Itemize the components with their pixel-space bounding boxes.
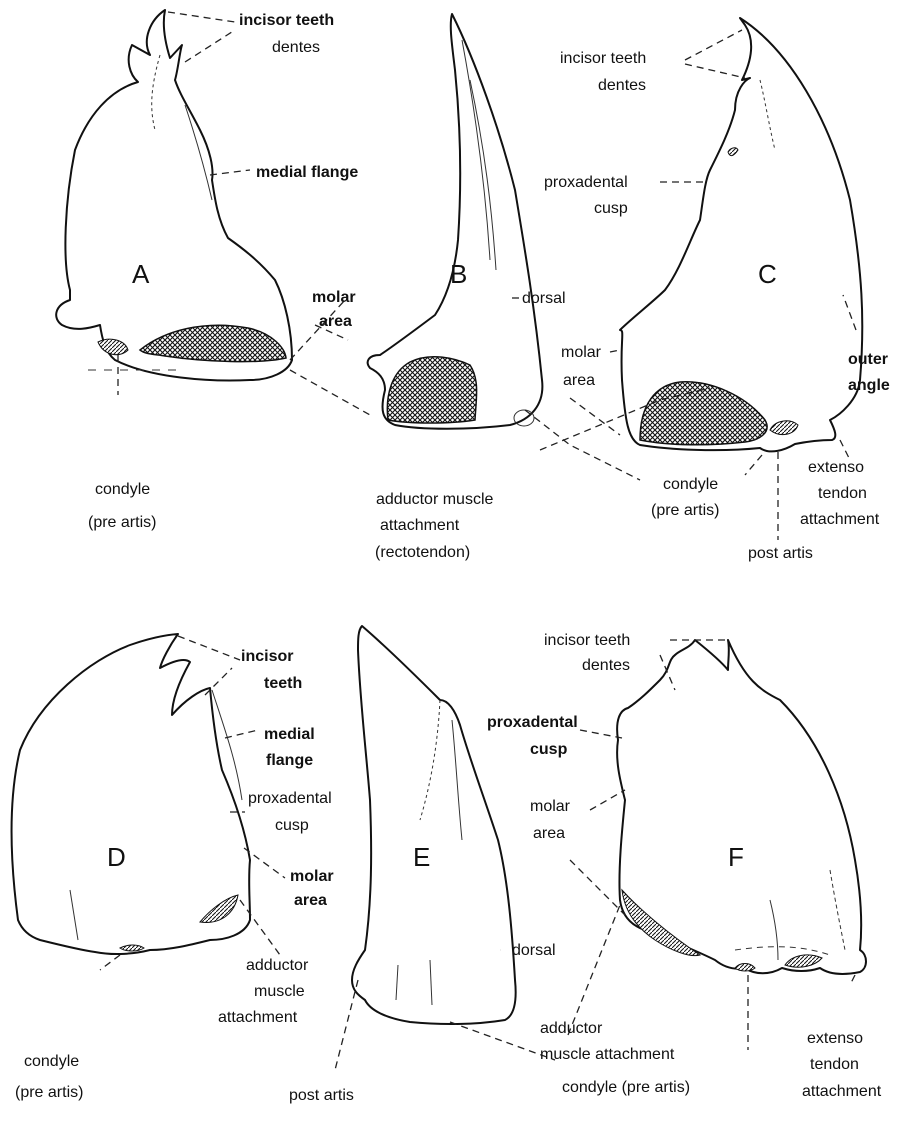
- leader-f-adductor: [568, 905, 620, 1035]
- label-d-proxadental: proxadental: [248, 790, 332, 807]
- leader-c-molar: [570, 350, 620, 435]
- label-f-dentes: dentes: [582, 657, 630, 674]
- label-c-attachment: attachment: [800, 511, 880, 528]
- mandible-d-outline: [12, 634, 251, 954]
- label-a-medial-flange: medial flange: [256, 164, 358, 181]
- label-f-proxadental: proxadental: [487, 714, 578, 731]
- mandible-c-outline: [620, 18, 862, 451]
- label-d-condyle: condyle: [24, 1053, 79, 1070]
- label-f-adductor: adductor: [540, 1020, 603, 1037]
- label-a-condyle: condyle: [95, 481, 150, 498]
- label-c-incisor-teeth: incisor teeth: [560, 50, 646, 67]
- label-f-muscle-attachment: muscle attachment: [540, 1046, 675, 1063]
- leader-f-extenso: [850, 975, 855, 985]
- label-d-attachment: attachment: [218, 1009, 298, 1026]
- label-b-dorsal: dorsal: [522, 290, 566, 307]
- label-d-incisor: incisor: [241, 648, 293, 665]
- label-d-teeth: teeth: [264, 675, 302, 692]
- leader-c-incisor: [685, 30, 745, 78]
- mandible-c: [620, 18, 862, 451]
- label-c-condyle: condyle: [663, 476, 718, 493]
- panel-label-a: A: [132, 259, 150, 289]
- label-f-extenso: extenso: [807, 1030, 863, 1047]
- label-c-tendon: tendon: [818, 485, 867, 502]
- label-d-muscle: muscle: [254, 983, 305, 1000]
- label-d-pre-artis: (pre artis): [15, 1084, 83, 1101]
- label-adductor-muscle: adductor muscle: [376, 491, 493, 508]
- label-d-molar: molar: [290, 868, 334, 885]
- label-e-dorsal: dorsal: [512, 942, 556, 959]
- mandible-f: [617, 640, 866, 974]
- label-c-post-artis: post artis: [748, 545, 813, 562]
- label-d-flange: flange: [266, 752, 313, 769]
- label-c-proxadental: proxadental: [544, 174, 628, 191]
- label-c-area: area: [563, 372, 595, 389]
- label-d-area: area: [294, 892, 327, 909]
- leader-f-molar: [570, 790, 625, 915]
- leader-e-post-artis: [335, 980, 358, 1070]
- label-c-dentes: dentes: [598, 77, 646, 94]
- leader-c-extenso: [840, 440, 850, 460]
- mandible-e: [352, 626, 516, 1024]
- leader-a-medial-flange: [210, 170, 250, 175]
- label-adductor-rectotendon: (rectotendon): [375, 544, 470, 561]
- panel-label-c: C: [758, 259, 777, 289]
- label-d-adductor: adductor: [246, 957, 309, 974]
- label-f-tendon: tendon: [810, 1056, 859, 1073]
- label-c-cusp: cusp: [594, 200, 628, 217]
- panel-label-b: B: [450, 259, 467, 289]
- label-f-attachment: attachment: [802, 1083, 882, 1100]
- label-a-pre-artis: (pre artis): [88, 514, 156, 531]
- label-d-medial: medial: [264, 726, 315, 743]
- label-a-molar: molar: [312, 289, 356, 306]
- mandible-a-outline: [56, 10, 292, 380]
- label-d-cusp: cusp: [275, 817, 309, 834]
- panel-label-f: F: [728, 842, 744, 872]
- panel-label-e: E: [413, 842, 430, 872]
- label-ef-condyle: condyle (pre artis): [562, 1079, 690, 1096]
- label-c-pre-artis: (pre artis): [651, 502, 719, 519]
- label-c-extenso: extenso: [808, 459, 864, 476]
- label-f-molar: molar: [530, 798, 571, 815]
- label-f-cusp: cusp: [530, 741, 568, 758]
- leader-f-proxadental: [580, 730, 622, 738]
- mandible-d: [12, 634, 251, 954]
- label-adductor-attachment: attachment: [380, 517, 460, 534]
- label-a-incisor-teeth: incisor teeth: [239, 12, 334, 29]
- label-e-post-artis: post artis: [289, 1087, 354, 1104]
- leader-b-condyle: [525, 410, 640, 480]
- leader-c-condyle: [745, 455, 762, 475]
- label-f-area: area: [533, 825, 565, 842]
- mandible-a: [56, 10, 292, 380]
- leader-d-medial: [225, 730, 258, 738]
- panel-label-d: D: [107, 842, 126, 872]
- label-f-incisor-teeth: incisor teeth: [544, 632, 630, 649]
- mandible-e-outline: [352, 626, 516, 1024]
- label-c-outer: outer: [848, 351, 888, 368]
- leader-d-condyle: [100, 955, 120, 970]
- leader-a-molar: [290, 300, 348, 360]
- leader-a-adductor: [290, 370, 370, 415]
- label-a-area: area: [319, 313, 352, 330]
- label-c-angle: angle: [848, 377, 890, 394]
- label-c-molar: molar: [561, 344, 602, 361]
- mandible-b: [368, 14, 543, 429]
- label-a-dentes: dentes: [272, 39, 320, 56]
